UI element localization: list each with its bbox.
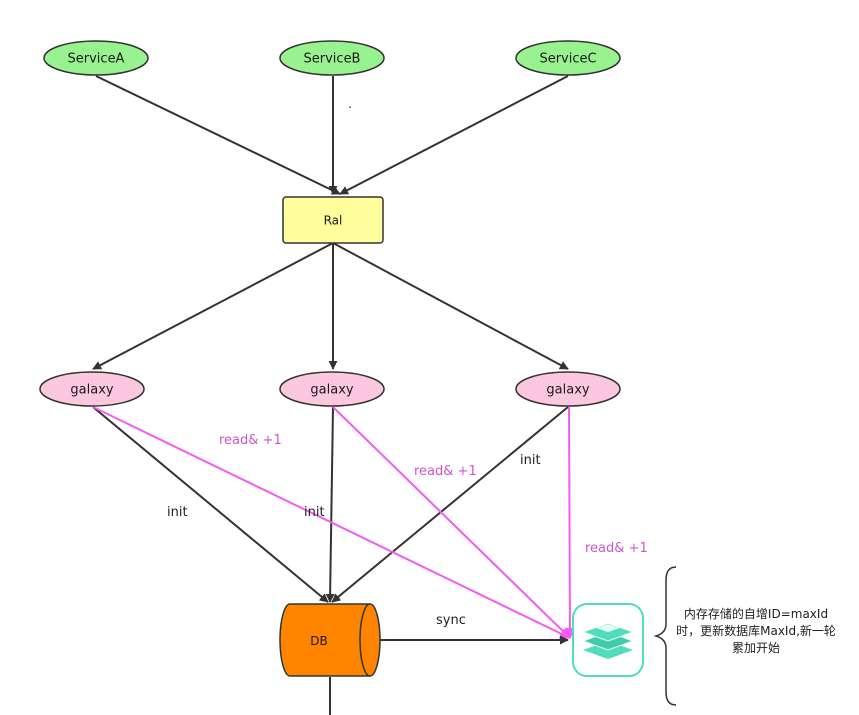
edges-galaxy-to-cache	[92, 406, 576, 640]
edge-servicec-ral	[339, 75, 569, 195]
edge-ral-galaxy-3	[332, 242, 569, 370]
edges-services-to-ral	[95, 75, 569, 195]
label-read-2: read& +1	[414, 464, 477, 479]
edge-init-1	[92, 406, 329, 603]
label-sync: sync	[436, 613, 466, 628]
node-galaxy-1[interactable]: galaxy	[39, 371, 145, 407]
label-init-3: init	[520, 453, 541, 468]
node-galaxy-3[interactable]: galaxy	[515, 371, 621, 407]
node-servicec[interactable]: ServiceC	[515, 40, 621, 76]
edges-ral-to-galaxy	[92, 242, 569, 370]
edge-read-2	[332, 406, 571, 639]
edge-ral-galaxy-1	[92, 242, 334, 370]
edge-init-2	[325, 406, 335, 603]
node-servicea[interactable]: ServiceA	[43, 40, 149, 76]
note-brace	[653, 566, 677, 706]
label-read-3: read& +1	[585, 541, 648, 556]
node-ral-label: Ral	[324, 214, 343, 228]
node-serviceb-label: ServiceB	[304, 52, 361, 67]
edge-read-3	[564, 406, 576, 640]
node-galaxy-1-label: galaxy	[70, 383, 113, 398]
note-text: 内存存储的自增ID=maxId时，更新数据库MaxId,新一轮累加开始	[676, 607, 836, 655]
label-read-1: read& +1	[219, 433, 282, 448]
node-ral[interactable]: Ral	[282, 196, 384, 244]
label-init-1: init	[167, 505, 188, 520]
node-galaxy-2[interactable]: galaxy	[279, 371, 385, 407]
node-db[interactable]: DB	[279, 603, 381, 677]
node-galaxy-2-label: galaxy	[310, 383, 353, 398]
edge-servicea-ral	[95, 75, 341, 195]
node-servicec-label: ServiceC	[539, 52, 596, 67]
node-servicea-label: ServiceA	[68, 52, 125, 67]
label-init-2: init	[304, 505, 325, 520]
node-galaxy-3-label: galaxy	[546, 383, 589, 398]
edge-read-1	[92, 406, 571, 639]
edges-galaxy-to-db	[92, 406, 569, 603]
redis-cache-icon[interactable]	[572, 603, 644, 677]
label-dot: .	[348, 97, 352, 112]
edge-init-3	[331, 406, 569, 603]
node-serviceb[interactable]: ServiceB	[279, 40, 385, 76]
node-db-label: DB	[310, 634, 327, 648]
